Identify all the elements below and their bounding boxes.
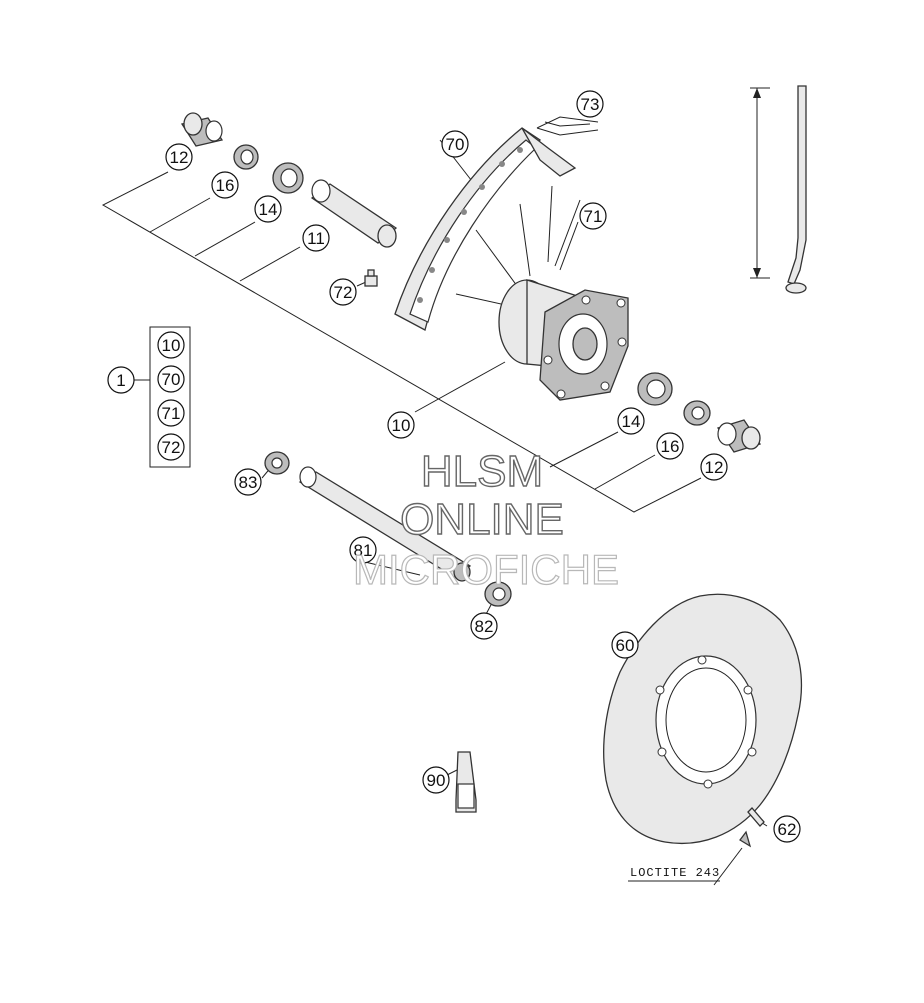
svg-text:16: 16: [661, 437, 680, 456]
part-spacer-12-bottom: [716, 419, 762, 453]
kit-callout-10[interactable]: 10: [157, 331, 185, 359]
callout-14-bottom[interactable]: 14: [617, 407, 645, 435]
svg-text:83: 83: [239, 473, 258, 492]
svg-text:72: 72: [162, 438, 181, 457]
svg-text:90: 90: [427, 771, 446, 790]
callout-70[interactable]: 70: [441, 130, 469, 158]
callout-90[interactable]: 90: [422, 766, 450, 794]
svg-text:71: 71: [584, 207, 603, 226]
callout-83[interactable]: 83: [234, 468, 262, 496]
svg-text:ONLINE: ONLINE: [400, 495, 564, 544]
kit-callout-71[interactable]: 71: [157, 399, 185, 427]
svg-text:HLSM: HLSM: [421, 447, 543, 496]
part-nipple-72: [364, 269, 378, 287]
svg-text:62: 62: [778, 820, 797, 839]
svg-text:71: 71: [162, 404, 181, 423]
callout-81[interactable]: 81: [349, 536, 377, 564]
svg-text:60: 60: [616, 636, 635, 655]
part-spoke-dimension: [750, 85, 807, 294]
part-rim-70: [394, 127, 577, 331]
svg-text:14: 14: [259, 200, 278, 219]
part-sleeve-11: [310, 179, 398, 248]
svg-text:70: 70: [162, 370, 181, 389]
svg-text:12: 12: [705, 458, 724, 477]
part-axle-81: [298, 466, 472, 582]
svg-text:73: 73: [581, 95, 600, 114]
callout-62[interactable]: 62: [773, 815, 801, 843]
part-bearing-14-top: [272, 162, 304, 194]
callout-14-top[interactable]: 14: [254, 195, 282, 223]
callout-12-top[interactable]: 12: [165, 143, 193, 171]
svg-text:70: 70: [446, 135, 465, 154]
part-bearing-14-bottom: [637, 372, 673, 406]
loctite-note: LOCTITE 243: [630, 866, 720, 880]
part-spacer-12-top: [180, 112, 224, 147]
watermark: HLSM ONLINE MICROFICHE: [352, 446, 619, 593]
part-spokes-71: [455, 185, 581, 307]
callout-71[interactable]: 71: [579, 202, 607, 230]
svg-text:12: 12: [170, 148, 189, 167]
callout-72[interactable]: 72: [329, 278, 357, 306]
svg-text:16: 16: [216, 176, 235, 195]
part-rim-strip-73: [536, 116, 599, 136]
kit-callout-70[interactable]: 70: [157, 365, 185, 393]
svg-text:10: 10: [392, 416, 411, 435]
callout-73[interactable]: 73: [576, 90, 604, 118]
callout-11[interactable]: 11: [302, 224, 330, 252]
part-loctite-bottle-90: [455, 751, 477, 813]
callout-1[interactable]: 1: [107, 366, 135, 394]
callout-16-top[interactable]: 16: [211, 171, 239, 199]
part-seal-16-bottom: [683, 400, 711, 426]
part-bolt-62: [739, 807, 765, 848]
svg-text:82: 82: [475, 617, 494, 636]
callout-82[interactable]: 82: [470, 612, 498, 640]
svg-text:14: 14: [622, 412, 641, 431]
callout-60[interactable]: 60: [611, 631, 639, 659]
kit-callout-72[interactable]: 72: [157, 433, 185, 461]
svg-text:10: 10: [162, 336, 181, 355]
part-hub-10: [498, 279, 629, 401]
svg-text:1: 1: [116, 371, 125, 390]
part-nut-83: [264, 451, 290, 475]
kit-box: [149, 326, 191, 468]
svg-text:72: 72: [334, 283, 353, 302]
callout-12-bottom[interactable]: 12: [700, 453, 728, 481]
part-brake-disc-60: [603, 593, 803, 845]
part-nut-82: [484, 581, 512, 607]
callout-16-bottom[interactable]: 16: [656, 432, 684, 460]
svg-text:81: 81: [354, 541, 373, 560]
svg-text:MICROFICHE: MICROFICHE: [353, 546, 619, 593]
part-seal-16-top: [233, 144, 259, 170]
callout-10[interactable]: 10: [387, 411, 415, 439]
svg-text:11: 11: [307, 229, 325, 248]
